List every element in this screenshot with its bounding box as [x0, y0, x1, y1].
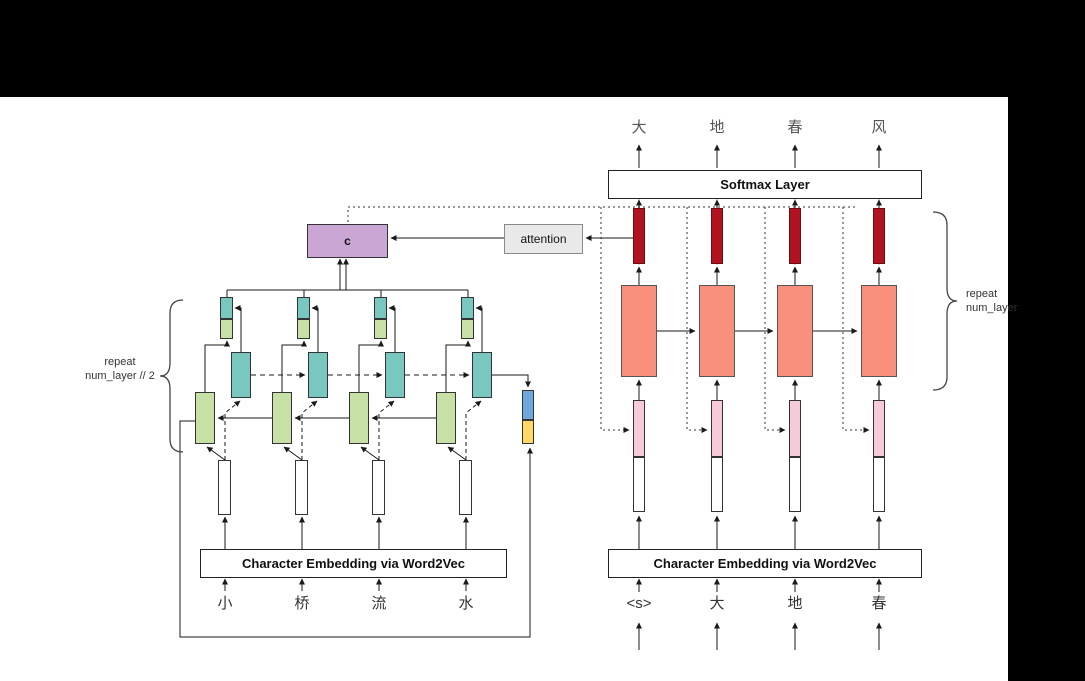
decoder-embedding-bar — [711, 400, 723, 457]
encoder-top-state-backward — [220, 319, 233, 339]
encoder-backward-cell — [195, 392, 215, 444]
decoder-output-char: 风 — [871, 119, 887, 136]
decoder-rnn-cell — [621, 285, 657, 377]
encoder-backward-cell — [272, 392, 292, 444]
decoder-output-char: 大 — [631, 119, 647, 136]
decoder-input-bar — [873, 457, 885, 512]
encoder-input-embedding-bar — [372, 460, 385, 515]
encoder-embedding-box: Character Embedding via Word2Vec — [200, 549, 507, 578]
decoder-input-char: <s> — [626, 595, 652, 612]
encoder-input-char: 小 — [217, 595, 233, 612]
decoder-input-char: 地 — [787, 595, 803, 612]
decoder-output-projection-bar — [711, 208, 723, 264]
decoder-rnn-cell — [777, 285, 813, 377]
repeat-decoder-label: repeat num_layer — [966, 288, 1018, 314]
decoder-embedding-bar — [633, 400, 645, 457]
encoder-forward-cell — [231, 352, 251, 398]
encoder-backward-cell — [349, 392, 369, 444]
attention-box: attention — [504, 224, 583, 254]
encoder-backward-cell — [436, 392, 456, 444]
decoder-output-char: 春 — [787, 119, 803, 136]
encoder-top-state-forward — [461, 297, 474, 319]
repeat-encoder-label: repeat num_layer // 2 — [85, 356, 155, 382]
encoder-forward-cell — [385, 352, 405, 398]
diagram-connections-svg — [159, 144, 958, 650]
encoder-top-state-forward — [297, 297, 310, 319]
context-vector-box: c — [307, 224, 388, 258]
encoder-top-state-backward — [374, 319, 387, 339]
decoder-output-projection-bar — [789, 208, 801, 264]
diagram-canvas: repeat num_layer // 2 c attention Charac… — [0, 97, 1017, 681]
decoder-input-char: 春 — [871, 595, 887, 612]
decoder-output-projection-bar — [633, 208, 645, 264]
encoder-final-state-blue — [522, 390, 534, 420]
encoder-forward-cell — [308, 352, 328, 398]
encoder-top-state-backward — [297, 319, 310, 339]
decoder-embedding-bar — [789, 400, 801, 457]
encoder-input-char: 流 — [371, 595, 387, 612]
encoder-input-embedding-bar — [459, 460, 472, 515]
decoder-input-bar — [711, 457, 723, 512]
encoder-input-embedding-bar — [218, 460, 231, 515]
encoder-top-state-forward — [374, 297, 387, 319]
encoder-input-embedding-bar — [295, 460, 308, 515]
decoder-input-bar — [789, 457, 801, 512]
decoder-output-char: 地 — [709, 119, 725, 136]
encoder-input-char: 桥 — [294, 595, 310, 612]
decoder-embedding-bar — [873, 400, 885, 457]
repeat-decoder-brace — [932, 211, 958, 391]
decoder-input-char: 大 — [709, 595, 725, 612]
repeat-encoder-brace — [159, 299, 184, 453]
encoder-forward-cell — [472, 352, 492, 398]
decoder-rnn-cell — [861, 285, 897, 377]
encoder-top-state-backward — [461, 319, 474, 339]
decoder-input-bar — [633, 457, 645, 512]
decoder-embedding-box: Character Embedding via Word2Vec — [608, 549, 922, 578]
encoder-top-state-forward — [220, 297, 233, 319]
encoder-input-char: 水 — [458, 595, 474, 612]
softmax-layer-box: Softmax Layer — [608, 170, 922, 199]
decoder-output-projection-bar — [873, 208, 885, 264]
decoder-rnn-cell — [699, 285, 735, 377]
encoder-final-state-yellow — [522, 420, 534, 444]
